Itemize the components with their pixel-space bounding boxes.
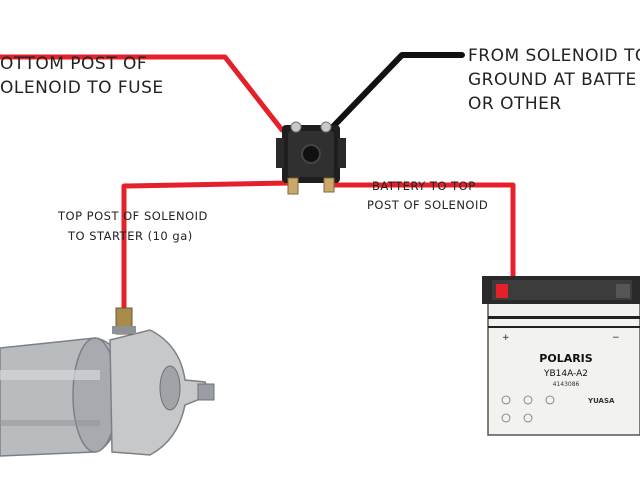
battery-label-line1: BATTERY TO TOP xyxy=(372,179,476,193)
fuse-label-line1: OTTOM POST OF xyxy=(0,54,147,74)
battery-warning-symbol xyxy=(523,413,533,423)
ground-wire xyxy=(322,52,465,138)
solenoid xyxy=(276,121,346,195)
starter-label-line1: TOP POST OF SOLENOID xyxy=(57,209,208,223)
battery-warning-symbol xyxy=(501,413,511,423)
battery-warning-symbol xyxy=(501,395,511,405)
battery-part-number: 4143086 xyxy=(553,381,580,388)
fuse-label-line2: OLENOID TO FUSE xyxy=(0,78,164,98)
starter-label-line2: TO STARTER (10 ga) xyxy=(67,229,193,243)
battery-warning-symbol xyxy=(523,395,533,405)
battery: + − POLARIS YB14A-A2 4143086 YUASA xyxy=(482,276,640,436)
starter-wire xyxy=(121,180,293,313)
fuse-wire xyxy=(0,54,285,133)
battery-negative-sign: − xyxy=(612,333,620,343)
battery-brand: POLARIS xyxy=(539,352,592,365)
solenoid-post-upper-left xyxy=(290,121,302,133)
ground-label-line2: GROUND AT BATTE xyxy=(468,70,637,90)
battery-label-line2: POST OF SOLENOID xyxy=(367,198,488,212)
battery-warning-symbol xyxy=(545,395,555,405)
battery-model: YB14A-A2 xyxy=(543,369,588,379)
battery-positive-sign: + xyxy=(502,333,510,343)
starter-motor xyxy=(0,307,215,457)
battery-maker: YUASA xyxy=(587,397,615,405)
labels: OTTOM POST OF OLENOID TO FUSE FROM SOLEN… xyxy=(0,46,640,243)
ground-label-line3: OR OTHER xyxy=(468,94,562,114)
ground-label-line1: FROM SOLENOID TO xyxy=(468,46,640,66)
solenoid-post-upper-right xyxy=(320,121,332,133)
